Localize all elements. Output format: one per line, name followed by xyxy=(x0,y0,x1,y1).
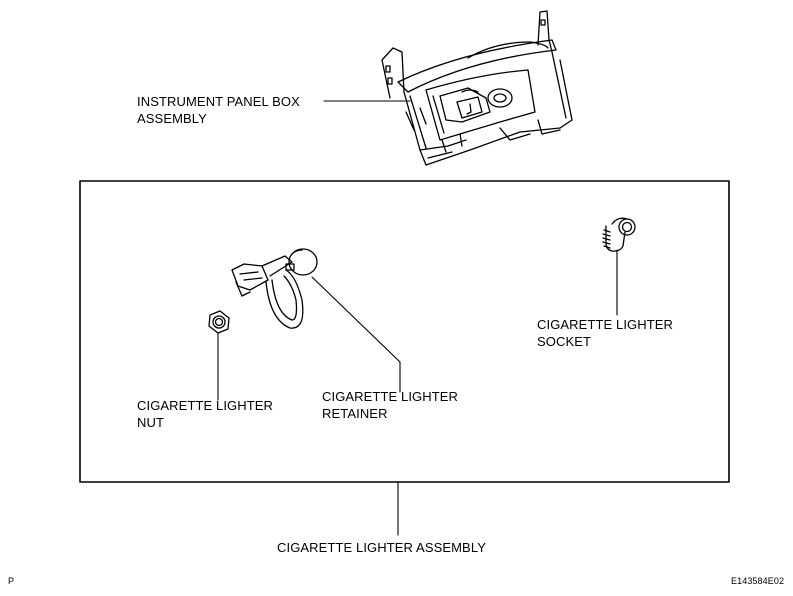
lighter-retainer-label: CIGARETTE LIGHTER RETAINER xyxy=(322,388,458,422)
lighter-nut-drawing xyxy=(208,310,230,334)
corner-marker-left: P xyxy=(8,576,15,586)
retainer-label-line2: RETAINER xyxy=(322,406,388,421)
lighter-retainer-drawing xyxy=(231,248,318,329)
instrument-panel-box-drawing xyxy=(381,10,573,166)
lighter-assembly-label: CIGARETTE LIGHTER ASSEMBLY xyxy=(277,540,486,555)
lighter-socket-drawing xyxy=(602,217,636,252)
nut-label-line2: NUT xyxy=(137,415,165,430)
instrument-panel-box-label: INSTRUMENT PANEL BOX ASSEMBLY xyxy=(137,93,300,127)
assembly-frame xyxy=(79,180,730,483)
panel-box-label-line1: INSTRUMENT PANEL BOX xyxy=(137,94,300,109)
lighter-nut-label: CIGARETTE LIGHTER NUT xyxy=(137,397,273,431)
lighter-socket-label: CIGARETTE LIGHTER SOCKET xyxy=(537,316,673,350)
retainer-leader-line-diagonal xyxy=(311,276,401,363)
panel-box-label-line2: ASSEMBLY xyxy=(137,111,207,126)
nut-label-line1: CIGARETTE LIGHTER xyxy=(137,398,274,413)
figure-code: E143584E02 xyxy=(731,576,785,586)
socket-label-line2: SOCKET xyxy=(537,334,592,349)
retainer-label-line1: CIGARETTE LIGHTER xyxy=(322,389,459,404)
socket-label-line1: CIGARETTE LIGHTER xyxy=(537,317,674,332)
